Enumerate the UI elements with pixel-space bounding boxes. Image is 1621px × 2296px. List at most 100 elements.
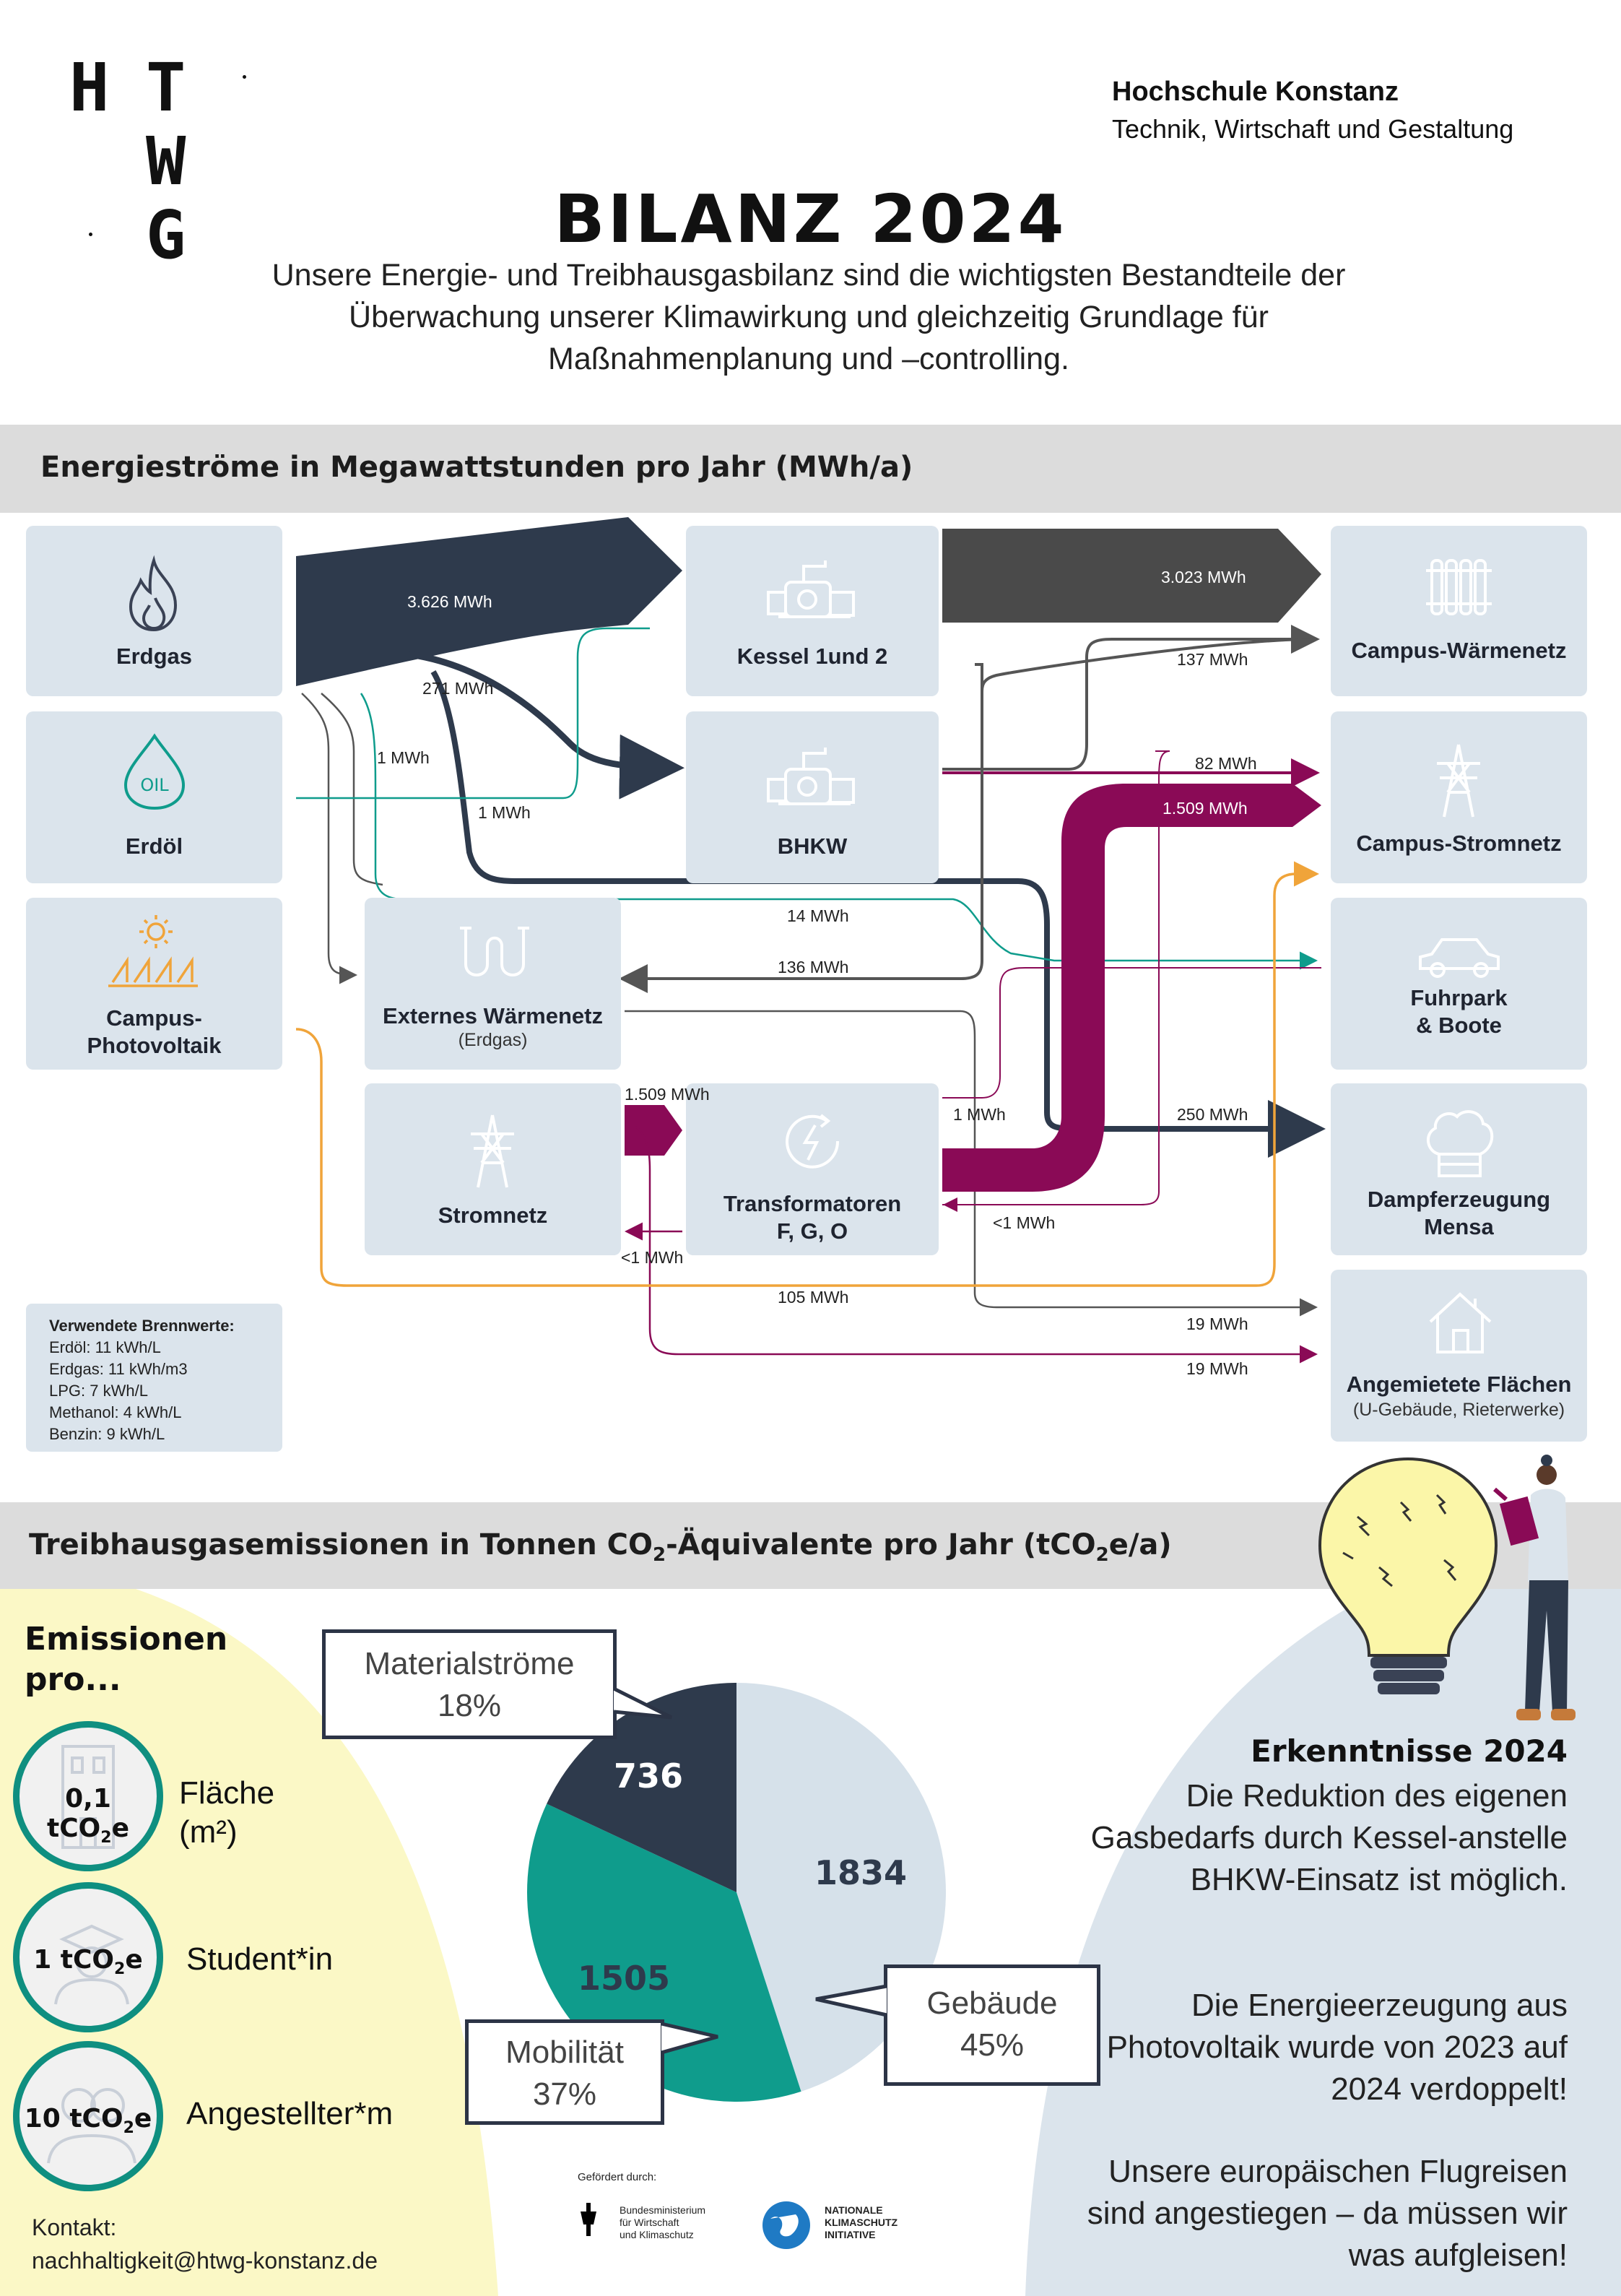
brennwerte-item: Methanol: 4 kWh/L xyxy=(49,1403,182,1421)
box-erdgas-label: Erdgas xyxy=(116,644,193,669)
box-erdoel-label: Erdöl xyxy=(125,833,183,859)
flow-label-pv: 105 MWh xyxy=(778,1288,849,1307)
contact-email[interactable]: nachhaltigkeit@htwg-konstanz.de xyxy=(32,2248,378,2274)
power-pylon-icon xyxy=(1437,744,1480,818)
oil-icon-text: OIL xyxy=(140,775,169,795)
box-stromnetz: Stromnetz xyxy=(365,1083,621,1255)
flow-bhkw-waermenetz xyxy=(942,625,1320,771)
flow-erdoel xyxy=(296,627,650,800)
flow-extern-136 xyxy=(619,663,983,993)
pie-value-gebaeude: 1834 xyxy=(814,1853,908,1892)
box-bhkw: BHKW xyxy=(686,711,939,883)
pipe-icon xyxy=(460,927,529,976)
logo-letter-g: G xyxy=(146,196,186,274)
brennwerte-item: Erdöl: 11 kWh/L xyxy=(49,1338,161,1356)
box-trafo: Transformatoren F, G, O xyxy=(686,1083,939,1255)
flow-kessel-waermenetz xyxy=(942,529,1321,623)
chef-hat-icon xyxy=(1427,1110,1494,1177)
erkenntnisse-paragraph-1: Die Reduktion des eigenen Gasbedarfs dur… xyxy=(1090,1778,1568,1897)
flow-label-erdgas-kessel: 3.626 MWh xyxy=(407,592,492,611)
flow-erdgas-kessel xyxy=(296,517,682,686)
flow-label-dampf: 250 MWh xyxy=(1177,1105,1248,1124)
flow-trafo-lt1 xyxy=(943,750,1170,1212)
pie-value-material: 736 xyxy=(614,1756,684,1795)
flow-label-trafo-1: 1 MWh xyxy=(953,1105,1006,1124)
energy-section-band: Energieströme in Megawattstunden pro Jah… xyxy=(0,425,1621,513)
logo-letter-w: W xyxy=(146,123,186,200)
erkenntnisse-paragraph-2: Die Energieerzeugung aus Photovoltaik wu… xyxy=(1106,1988,1568,2107)
radiator-icon xyxy=(1426,559,1492,615)
house-icon xyxy=(1429,1292,1492,1353)
emission-per-employee-circle: 10 tCO2e xyxy=(13,2041,163,2191)
transformer-icon xyxy=(786,1114,840,1169)
flow-pv xyxy=(295,861,1319,1287)
flow-label-fuhrpark: 14 MWh xyxy=(787,906,849,925)
power-pylon-icon xyxy=(471,1114,514,1188)
flow-stromnetz-trafo xyxy=(625,1105,682,1156)
emission-per-employee-value: 10 tCO2e xyxy=(24,2104,152,2138)
emission-per-student-value: 1 tCO2e xyxy=(33,1945,143,1979)
graduate-icon xyxy=(54,1924,129,2005)
box-waermenetz: Campus-Wärmenetz xyxy=(1331,526,1587,696)
box-dampf: Dampferzeugung Mensa xyxy=(1331,1083,1587,1255)
callout-mobil: Mobilität 37% xyxy=(465,2019,664,2125)
logo-letter-t: T xyxy=(146,49,186,126)
boiler-icon xyxy=(767,560,855,618)
flow-label-trafo-lt1: <1 MWh xyxy=(993,1213,1056,1232)
box-campusstrom-label: Campus-Stromnetz xyxy=(1356,831,1562,856)
box-angemietet: Angemietete Flächen (U-Gebäude, Rieterwe… xyxy=(1331,1270,1587,1442)
flow-trafo-campusstrom xyxy=(942,785,1321,1148)
solar-panel-icon xyxy=(108,915,198,987)
emission-per-area-label: Fläche (m²) xyxy=(179,1775,275,1850)
callout-material-pointer xyxy=(614,1686,673,1720)
box-extern-label: Externes Wärmenetz xyxy=(383,1003,603,1028)
flow-label-angemietet-b: 19 MWh xyxy=(1186,1359,1248,1378)
logo-dot xyxy=(89,233,92,236)
box-kessel: Kessel 1und 2 xyxy=(686,526,939,696)
flow-erdgas-extern xyxy=(301,693,357,984)
pie-value-mobil: 1505 xyxy=(578,1959,671,1998)
globe-icon xyxy=(762,2201,810,2249)
employee-icon xyxy=(47,2088,136,2164)
box-angemietet-label: Angemietete Flächen xyxy=(1346,1372,1572,1397)
page-title: BILANZ 2024 xyxy=(554,181,1067,258)
oil-drop-icon: OIL xyxy=(123,733,186,810)
flow-label-erdgas-1a: 1 MWh xyxy=(377,748,430,767)
box-pv: Campus- Photovoltaik xyxy=(26,898,282,1070)
box-trafo-label: Transformatoren F, G, O xyxy=(723,1191,902,1244)
erkenntnisse-paragraph-3: Unsere europäischen Flugreisen sind ange… xyxy=(1087,2154,1568,2273)
flow-erdgas-bhkw xyxy=(404,650,685,800)
erkenntnisse-title: Erkenntnisse 2024 xyxy=(1251,1733,1568,1769)
flow-label-bhkw-waerme: 137 MWh xyxy=(1177,650,1248,669)
flow-label-stromnetz-trafo: 1.509 MWh xyxy=(625,1085,710,1104)
emission-per-employee-label: Angestellter*m xyxy=(186,2096,394,2131)
box-fuhrpark: Fuhrpark & Boote xyxy=(1331,898,1587,1070)
brennwerte-item: Benzin: 9 kWh/L xyxy=(49,1425,165,1443)
box-extern: Externes Wärmenetz (Erdgas) xyxy=(365,898,621,1070)
box-pv-label-text: Campus- Photovoltaik xyxy=(87,1005,222,1058)
funded-by-label: Gefördert durch: xyxy=(578,2171,657,2183)
box-erdoel: OIL Erdöl xyxy=(26,711,282,883)
box-pv-label: Campus- Photovoltaik xyxy=(26,1005,282,1060)
logo-dot xyxy=(243,75,246,79)
box-dampf-label: Dampferzeugung Mensa xyxy=(1367,1187,1551,1239)
flow-label-kessel-waerme: 3.023 MWh xyxy=(1161,568,1246,586)
callout-material: Materialströme 18% xyxy=(322,1629,617,1739)
box-fuhrpark-label: Fuhrpark & Boote xyxy=(1410,985,1508,1038)
ghg-section-title: Treibhausgasemissionen in Tonnen CO2-Äqu… xyxy=(29,1528,1172,1566)
emission-per-area-circle: 0,1 tCO2e xyxy=(13,1721,163,1871)
pie-slice-material xyxy=(547,1683,736,1892)
flow-label-extern: 136 MWh xyxy=(778,958,849,976)
box-angemietet-sub: (U-Gebäude, Rieterwerke) xyxy=(1352,1400,1565,1420)
fire-icon xyxy=(129,555,178,632)
logo-letter-h: H xyxy=(69,49,110,126)
flow-label-erdgas-1b: 1 MWh xyxy=(478,803,531,822)
emissions-pro-title: Emissionen pro... xyxy=(25,1621,228,1698)
emission-per-student-circle: 1 tCO2e xyxy=(13,1882,163,2032)
box-waermenetz-label: Campus-Wärmenetz xyxy=(1351,638,1567,663)
flow-waermenetz-kessel-loop xyxy=(981,638,1315,694)
box-extern-sub: (Erdgas) xyxy=(458,1030,528,1050)
brennwerte-title: Verwendete Brennwerte: xyxy=(49,1317,235,1335)
flow-erdgas-1b xyxy=(360,693,1318,970)
flow-label-trafo-strom: 1.509 MWh xyxy=(1162,799,1248,818)
